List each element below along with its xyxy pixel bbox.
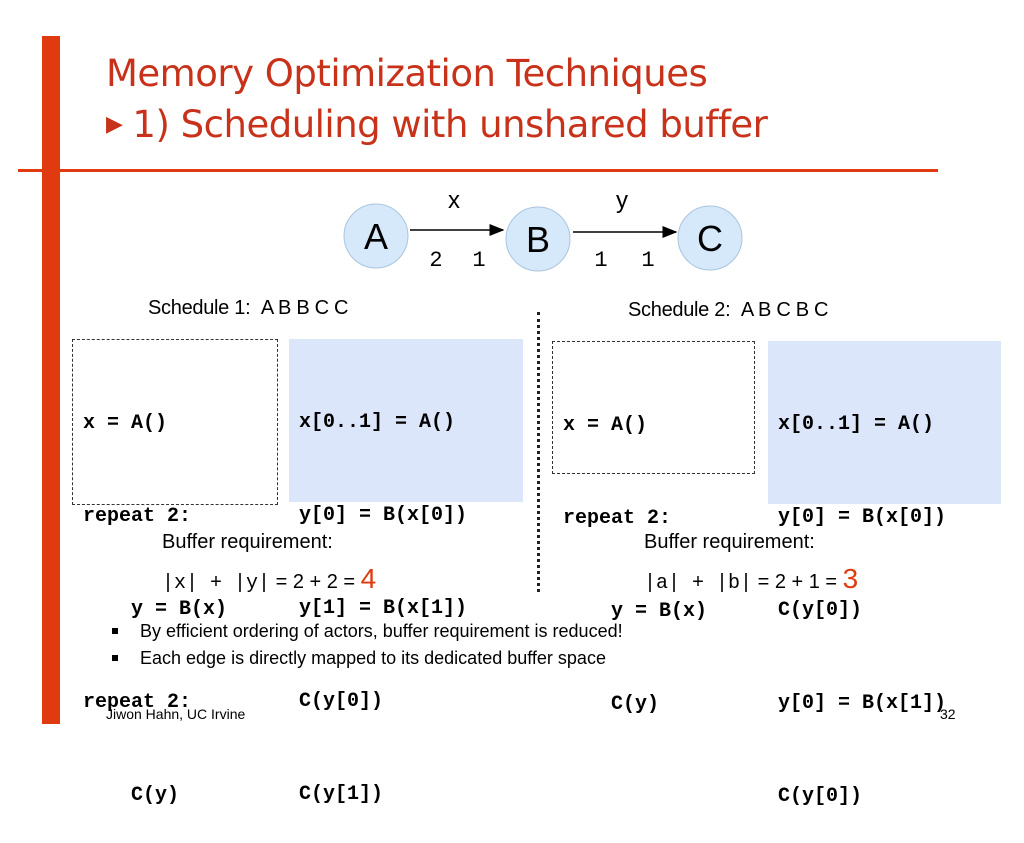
code-line: C(y[1]) [299, 783, 384, 806]
edge-x-label: x [448, 187, 460, 214]
triangle-bullet-icon: ▶ [106, 112, 123, 137]
node-c-label: C [697, 218, 723, 259]
node-a-label: A [364, 216, 388, 257]
footer-author: Jiwon Hahn, UC Irvine [106, 706, 246, 722]
node-a [343, 203, 409, 269]
left-accent-bar [42, 36, 60, 724]
schedule-1-buffer-label: Buffer requirement: [162, 531, 333, 553]
schedule-1-buffer-expression: |x| + |y| = 2 + 2 = 4 [162, 563, 376, 595]
bullet-item: By efficient ordering of actors, buffer … [112, 621, 623, 642]
page-number: 32 [940, 706, 956, 722]
square-bullet-icon [112, 655, 118, 661]
bullet-item: Each edge is directly mapped to its dedi… [112, 648, 606, 669]
code-line: y[0] = B(x[0]) [299, 504, 468, 527]
code-line: y[0] = B(x[1]) [778, 692, 947, 715]
buffer-formula: |a| + |b| [644, 572, 753, 595]
code-line: C(y[0]) [778, 599, 863, 622]
buffer-formula: |x| + |y| [162, 572, 271, 595]
buffer-result: 3 [842, 563, 859, 594]
schedule-2-expanded-code: x[0..1] = A() y[0] = B(x[0]) C(y[0]) y[0… [768, 341, 1001, 808]
schedule-2-order: A B C B C [740, 299, 829, 321]
schedule-2-buffer-expression: |a| + |b| = 2 + 1 = 3 [644, 563, 858, 595]
schedule-1-expanded-code: x[0..1] = A() y[0] = B(x[0]) y[1] = B(x[… [289, 339, 523, 806]
schedule-1-label: Schedule 1: [148, 297, 251, 319]
schedule-2-buffer-label: Buffer requirement: [644, 531, 815, 553]
code-line: repeat 2: [563, 507, 672, 530]
schedule-1-order: A B B C C [260, 297, 349, 319]
edge-y-in-rate: 1 [641, 248, 654, 273]
code-line: x = A() [563, 414, 648, 437]
edge-x-in-rate: 1 [472, 248, 485, 273]
code-line: y = B(x) [563, 600, 708, 623]
node-c [677, 205, 743, 271]
code-line: y[0] = B(x[0]) [778, 506, 947, 529]
code-line: y[1] = B(x[1]) [299, 597, 468, 620]
schedule-2-label: Schedule 2: [628, 299, 731, 321]
schedule-1-heading: Schedule 1: A B B C C [148, 297, 349, 320]
code-line: C(y) [563, 693, 660, 716]
schedule-2-loop-code: x = A() repeat 2: y = B(x) C(y) [552, 341, 755, 716]
subtitle-text: 1) Scheduling with unshared buffer [132, 103, 768, 146]
code-line: repeat 2: [83, 505, 192, 528]
code-line: x = A() [83, 412, 168, 435]
dataflow-graph: A B C x y 2 1 1 1 [343, 187, 743, 273]
bullet-text: By efficient ordering of actors, buffer … [140, 621, 623, 641]
code-line: x[0..1] = A() [778, 413, 935, 436]
schedule-divider [537, 312, 540, 592]
slide-subtitle: ▶ 1) Scheduling with unshared buffer [106, 103, 768, 146]
bullet-text: Each edge is directly mapped to its dedi… [140, 648, 606, 668]
code-line: C(y[0]) [778, 785, 863, 808]
code-line: y = B(x) [83, 598, 228, 621]
slide-title: Memory Optimization Techniques [106, 52, 708, 95]
schedule-1-loop-code: x = A() repeat 2: y = B(x) repeat 2: C(y… [72, 339, 278, 807]
buffer-sum: = 2 + 1 = [752, 571, 843, 593]
schedule-2-heading: Schedule 2: A B C B C [628, 299, 829, 322]
square-bullet-icon [112, 628, 118, 634]
code-line: repeat 2: [83, 691, 192, 714]
code-line: x[0..1] = A() [299, 411, 456, 434]
edge-y-out-rate: 1 [594, 248, 607, 273]
node-b [505, 206, 571, 272]
buffer-result: 4 [360, 563, 377, 594]
edge-x-out-rate: 2 [429, 248, 442, 273]
title-underline [18, 169, 938, 172]
code-line: C(y) [83, 784, 180, 807]
edge-y-label: y [616, 187, 628, 214]
buffer-sum: = 2 + 2 = [270, 571, 361, 593]
code-line: C(y[0]) [299, 690, 384, 713]
node-b-label: B [526, 219, 550, 260]
